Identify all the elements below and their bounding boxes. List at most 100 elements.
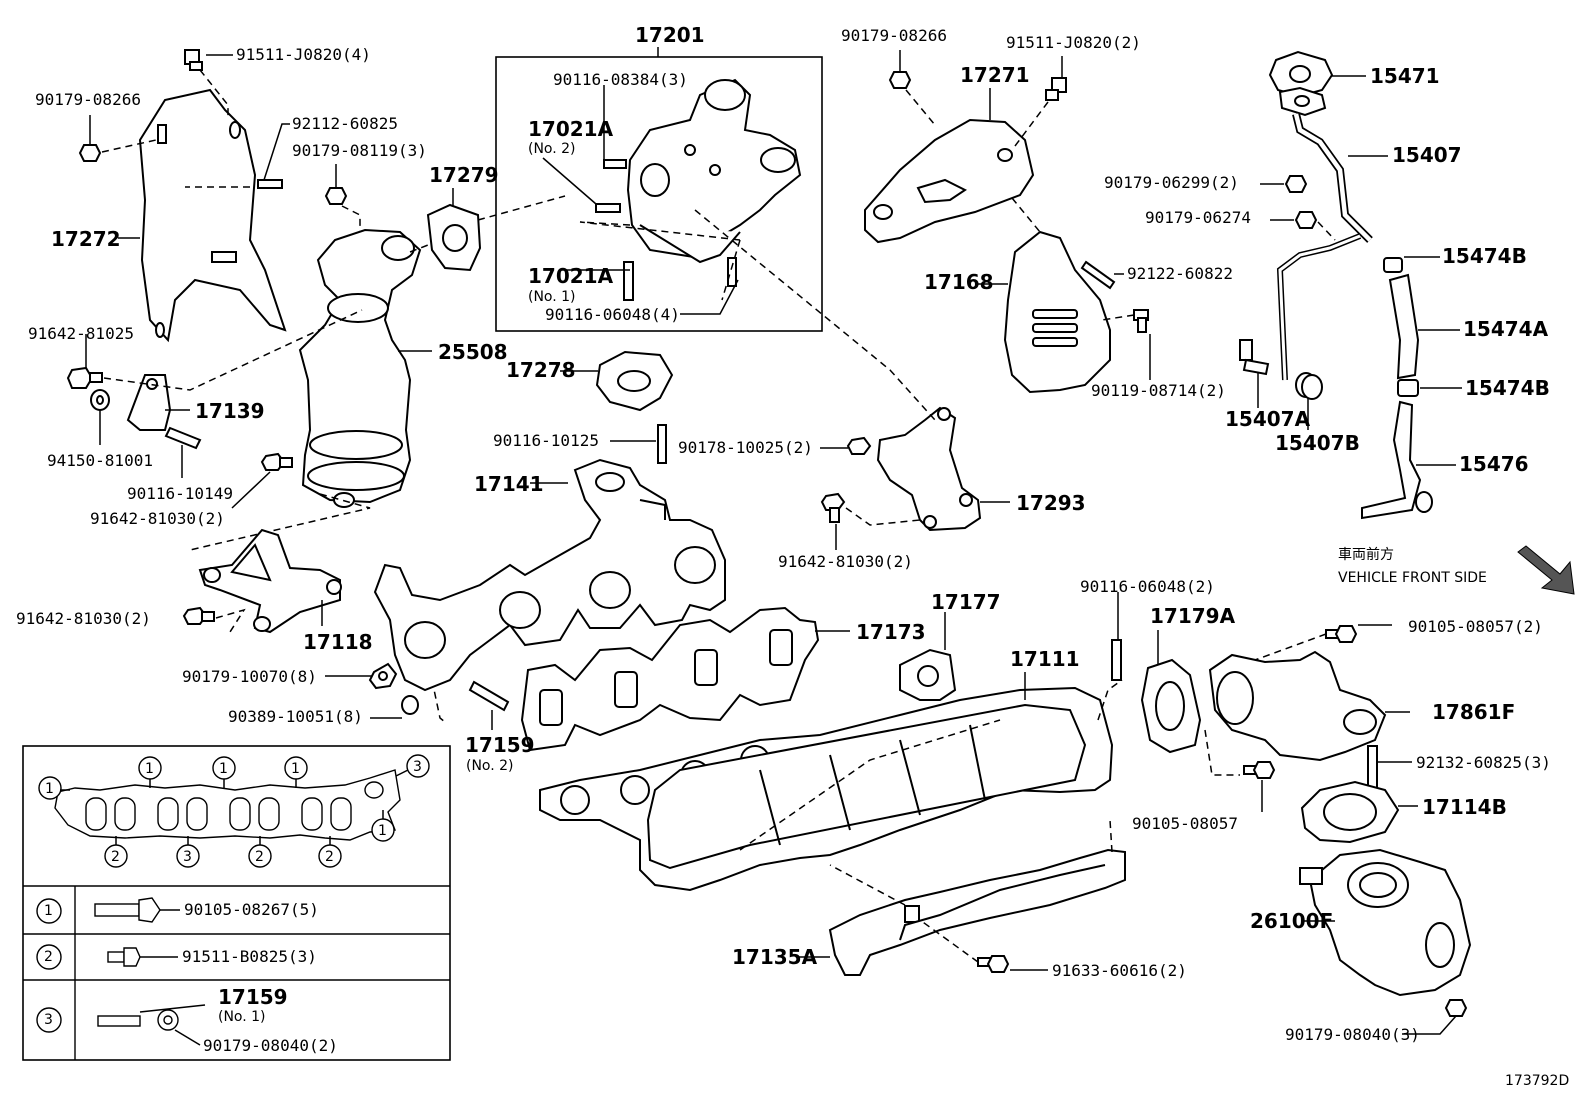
nut-90179-08119: [324, 187, 348, 205]
bolt-90105-08057-lower: [1243, 761, 1276, 779]
hose-15474A: [1388, 273, 1420, 380]
legend-gasket-marker-1b: 1: [145, 761, 154, 777]
label-91642-81030-upper-left: 91642-81030(2): [90, 509, 225, 528]
pipe-15476: [1361, 400, 1433, 520]
bracket-17118: [198, 528, 342, 634]
label-91642-81025: 91642-81025: [28, 324, 134, 343]
vehicle-front-en: VEHICLE FRONT SIDE: [1338, 570, 1487, 586]
label-17118: 17118: [303, 630, 373, 654]
label-17159-no2: 17159: [465, 733, 535, 757]
label-90105-08057: 90105-08057: [1132, 814, 1238, 833]
label-90178-10025: 90178-10025(2): [678, 438, 813, 457]
bracket-17135A: [828, 848, 1126, 976]
bolt-91511-J0820-right: [1045, 77, 1067, 101]
clamp-15474B-lower: [1397, 379, 1419, 397]
gasket-17179A: [1140, 658, 1202, 754]
stud-92132-60825: [1367, 745, 1378, 789]
label-17141: 17141: [474, 472, 544, 496]
label-17111: 17111: [1010, 647, 1080, 671]
label-17861F: 17861F: [1432, 700, 1516, 724]
label-90179-08119: 90179-08119(3): [292, 141, 427, 160]
bolt-90119-08714: [1133, 309, 1149, 333]
stud-90116-10125: [657, 424, 667, 464]
label-15474B-upper: 15474B: [1442, 244, 1527, 268]
label-90179-06274: 90179-06274: [1145, 208, 1251, 227]
bolt-91642-81030-upper-left: [260, 452, 293, 471]
label-15474A: 15474A: [1463, 317, 1549, 341]
label-91633-60616: 91633-60616(2): [1052, 961, 1187, 980]
stud-92112-60825: [257, 179, 283, 189]
nut-90179-06299: [1284, 175, 1308, 193]
legend-row3-part-a: 17159: [218, 985, 288, 1009]
label-90116-06048-2: 90116-06048(2): [1080, 577, 1215, 596]
label-90116-10125: 90116-10125: [493, 431, 599, 450]
gasket-15471: [1268, 50, 1334, 98]
legend-gasket-marker-1a: 1: [45, 781, 54, 797]
stud-90116-06048-intake: [1111, 639, 1122, 681]
label-90116-08384: 90116-08384(3): [553, 70, 688, 89]
intake-manifold: [539, 686, 1114, 892]
legend-row3-part-b: 90179-08040(2): [203, 1036, 338, 1055]
turbocharger: [626, 78, 802, 264]
air-connector-17861F: [1208, 650, 1387, 762]
label-17159-no2-sub: (No. 2): [466, 758, 514, 774]
throttle-body-26100F: [1299, 848, 1472, 997]
nut-90179-08266-right: [888, 71, 912, 89]
label-15471: 15471: [1370, 64, 1440, 88]
label-15407B: 15407B: [1275, 431, 1360, 455]
label-91511-J0820-4: 91511-J0820(4): [236, 45, 371, 64]
legend-row3-part-a-sub: (No. 1): [218, 1009, 266, 1025]
gasket-17279: [426, 203, 482, 272]
label-91642-81030-right: 91642-81030(2): [778, 552, 913, 571]
catalytic-converter: [298, 228, 422, 508]
label-90116-10149: 90116-10149: [127, 484, 233, 503]
label-90179-08040-3: 90179-08040(3): [1285, 1025, 1420, 1044]
legend-gasket-marker-2a: 2: [111, 849, 120, 865]
legend-gasket-marker-2c: 2: [325, 849, 334, 865]
manifold-gasket-17173: [520, 606, 820, 752]
label-17168: 17168: [924, 270, 994, 294]
legend-row2-part: 91511-B0825(3): [182, 947, 317, 966]
label-15407: 15407: [1392, 143, 1462, 167]
legend-row1-part: 90105-08267(5): [184, 900, 319, 919]
legend-gasket-marker-3a: 3: [413, 759, 422, 775]
bolt-91642-81025: [66, 366, 103, 389]
bolt-90105-08057-top: [1325, 625, 1358, 643]
flange-15471-lower: [1278, 86, 1327, 117]
legend-row1-marker: 1: [44, 903, 53, 919]
bolt-91642-81030-lower-left: [182, 606, 215, 625]
label-17114B: 17114B: [1422, 795, 1507, 819]
label-90179-10070: 90179-10070(8): [182, 667, 317, 686]
label-26100F: 26100F: [1250, 909, 1334, 933]
heat-insulator-17271: [864, 118, 1035, 244]
clamp-15474B-upper: [1383, 257, 1403, 273]
label-90389-10051: 90389-10051(8): [228, 707, 363, 726]
bolt-15407A: [1239, 339, 1270, 376]
label-25508: 25508: [438, 340, 508, 364]
vehicle-front-arrow: [1517, 545, 1575, 595]
label-90179-08266-right: 90179-08266: [841, 26, 947, 45]
label-17293: 17293: [1016, 491, 1086, 515]
label-92122-60822: 92122-60822: [1127, 264, 1233, 283]
washer-94150-81001: [90, 389, 110, 411]
label-91642-81030-lower-left: 91642-81030(2): [16, 609, 151, 628]
label-17021A-no1-sub: (No. 1): [528, 289, 576, 305]
legend-gasket-marker-3b: 3: [183, 849, 192, 865]
legend-gasket-marker-1e: 1: [378, 823, 387, 839]
stud-17021A-no2: [595, 203, 621, 213]
legend-table: [22, 745, 451, 1061]
label-90119-08714: 90119-08714(2): [1091, 381, 1226, 400]
heat-insulator-17272: [138, 88, 287, 343]
stud-17021A-no1: [623, 261, 634, 301]
label-17179A: 17179A: [1150, 604, 1236, 628]
bolt-91511-J0820-left: [184, 49, 203, 71]
gasket-17114B: [1300, 780, 1400, 844]
vehicle-front-jp: 車両前方: [1338, 547, 1394, 563]
bolt-91642-81030-right: [820, 492, 846, 523]
label-17279: 17279: [429, 163, 499, 187]
label-17139: 17139: [195, 399, 265, 423]
washer-90389-10051: [401, 695, 419, 715]
heat-insulator-17168: [1003, 230, 1111, 394]
